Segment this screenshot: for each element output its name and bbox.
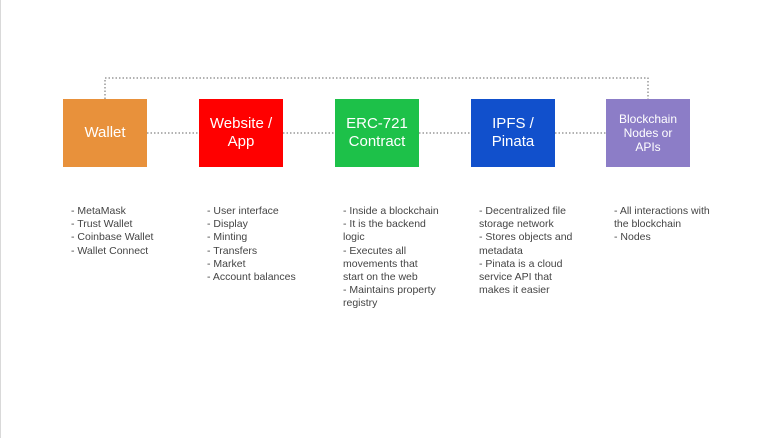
list-item: - Wallet Connect — [71, 244, 149, 257]
wallet-box: Wallet — [63, 99, 147, 167]
wallet-notes: - MetaMask - Trust Wallet - Coinbase Wal… — [71, 205, 189, 258]
list-item: - Minting — [207, 231, 248, 244]
ipfs-pinata-box: IPFS / Pinata — [471, 99, 555, 167]
contract-notes: - Inside a blockchain - It is the backen… — [343, 205, 439, 311]
website-notes: - User interface - Display - Minting - T… — [207, 205, 303, 284]
list-item: - User interface — [207, 205, 279, 217]
list-item: - Display — [207, 218, 248, 231]
ipfs-notes: - Decentralized file storage network - S… — [479, 205, 583, 297]
list-item: - Nodes — [614, 231, 651, 244]
wallet-box-label: Wallet — [84, 124, 126, 141]
erc721-contract-box: ERC-721 Contract — [335, 99, 419, 167]
erc721-contract-box-label: ERC-721 Contract — [346, 115, 408, 150]
list-item: - Maintains property registry — [343, 284, 436, 310]
website-app-box: Website / App — [199, 99, 283, 167]
list-item: - Coinbase Wallet — [71, 231, 154, 244]
list-item: - Account balances — [207, 271, 296, 284]
website-app-box-label: Website / App — [209, 115, 273, 150]
list-item: - Stores objects and metadata — [479, 231, 573, 257]
ipfs-pinata-box-label: IPFS / Pinata — [491, 115, 535, 150]
blockchain-notes: - All interactions with the blockchain -… — [614, 205, 714, 245]
list-item: - Inside a blockchain — [343, 205, 439, 217]
list-item: - Market — [207, 257, 246, 270]
list-item: - Executes all movements that start on t… — [343, 244, 418, 284]
list-item: - It is the backend logic — [343, 218, 426, 244]
blockchain-nodes-box: Blockchain Nodes or APIs — [606, 99, 690, 167]
slide-left-border — [0, 0, 1, 438]
list-item: - All interactions with the blockchain — [614, 205, 710, 231]
blockchain-nodes-box-label: Blockchain Nodes or APIs — [618, 112, 678, 154]
list-item: - MetaMask — [71, 205, 126, 217]
list-item: - Transfers — [207, 244, 258, 257]
list-item: - Pinata is a cloud service API that mak… — [479, 257, 563, 297]
connector-wallet-blockchain-top — [104, 77, 649, 99]
list-item: - Trust Wallet — [71, 218, 133, 231]
list-item: - Decentralized file storage network — [479, 205, 566, 231]
